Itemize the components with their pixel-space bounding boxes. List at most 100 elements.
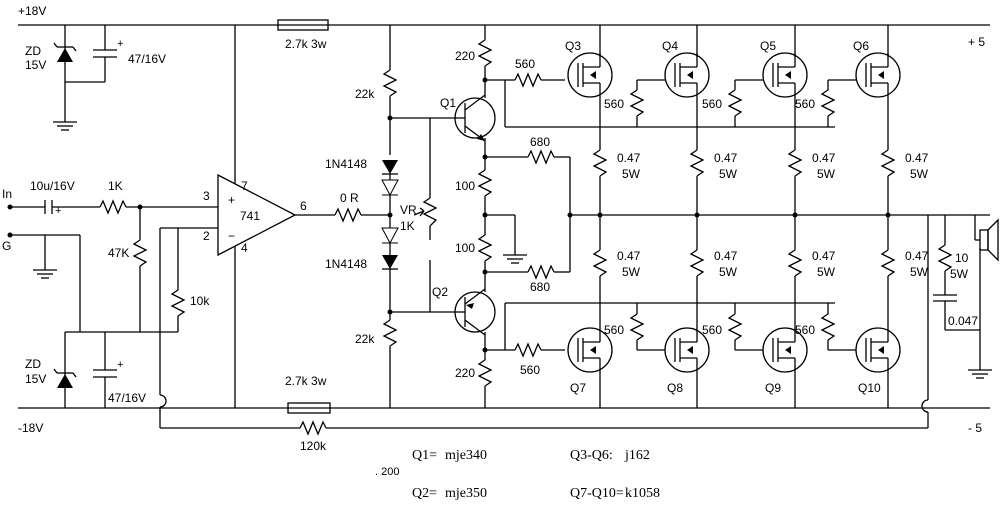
- bias-diode-bottom-label: 1N4148: [325, 257, 367, 271]
- input-r-series-label: 1K: [108, 179, 123, 193]
- rail-right-bottom-label: - 5: [968, 421, 982, 435]
- bias-vr-label: VR: [400, 203, 417, 217]
- output-column-bottom-2: [689, 215, 705, 408]
- input-ground-label: G: [2, 239, 11, 253]
- gate-top-first-r-label: 560: [515, 57, 535, 71]
- input-cap-label: 10u/16V: [30, 179, 75, 193]
- rail-negative-label: -18V: [18, 421, 43, 435]
- driver-q1: [454, 94, 496, 142]
- output-bottom-emitter-watt-label: 5W: [719, 265, 738, 279]
- output-bottom-transistor-label: Q8: [667, 381, 683, 395]
- legend-q1-value: mje340: [445, 448, 487, 463]
- zener-top-voltage: 15V: [25, 58, 46, 72]
- rail-resistor-top: [277, 19, 329, 31]
- output-top-emitter-r-label: 0.47: [714, 151, 738, 165]
- output-bottom-emitter-watt-label: 5W: [817, 265, 836, 279]
- legend-q7q10-value: k1058: [625, 486, 660, 501]
- output-top-emitter-r-label: 0.47: [812, 151, 836, 165]
- output-bottom-emitter-r-label: 0.47: [714, 249, 738, 263]
- output-top-transistor-label: Q3: [565, 39, 581, 53]
- feedback-r-label: 120k: [300, 439, 327, 453]
- output-bottom-transistor-label: Q9: [765, 381, 781, 395]
- opamp-741: [217, 25, 390, 408]
- legend-q7q10-key: Q7-Q10=: [570, 486, 624, 501]
- gate-resistor-bottom-2: [727, 303, 763, 351]
- mosfet-bottom-4: [855, 327, 901, 373]
- speaker-icon: [968, 215, 999, 379]
- output-bottom-transistor-label: Q7: [570, 381, 586, 395]
- driver-r-q1-emitter-label: 100: [455, 179, 475, 193]
- mosfet-top-2: [664, 52, 710, 98]
- output-bus: [485, 72, 990, 358]
- output-top-transistor-label: Q5: [760, 39, 776, 53]
- output-column-bottom-4: [880, 215, 896, 408]
- output-bottom-emitter-r-label: 0.47: [812, 249, 836, 263]
- output-bottom-transistor-label: Q10: [858, 381, 881, 395]
- output-column-top-4: [880, 25, 896, 218]
- output-top-transistor-label: Q4: [662, 39, 678, 53]
- gate-resistor-top-1: [629, 79, 665, 127]
- rail-positive-label: +18V: [18, 4, 46, 18]
- opamp-pin-out: 6: [300, 199, 307, 213]
- mosfet-top-4: [855, 52, 901, 98]
- driver-r680-top-label: 680: [530, 135, 550, 149]
- zener-bottom-cap-plus: +: [117, 359, 123, 371]
- output-r-label: 0 R: [340, 191, 359, 205]
- driver-q2-label: Q2: [432, 285, 448, 299]
- output-bottom-emitter-watt-label: 5W: [622, 265, 641, 279]
- gate-top-r-label: 560: [795, 97, 815, 111]
- output-top-emitter-watt-label: 5W: [817, 167, 836, 181]
- gate-bottom-first-r-label: 560: [520, 363, 540, 377]
- zener-bottom-zd: ZD: [25, 357, 41, 371]
- stray-text: . 200: [375, 466, 399, 478]
- zener-top: [53, 25, 117, 131]
- bias-vr-value: 1K: [400, 219, 415, 233]
- driver-network: [477, 25, 573, 408]
- driver-q1-label: Q1: [440, 96, 456, 110]
- output-top-emitter-watt-label: 5W: [910, 167, 929, 181]
- opamp-plus-sign: +: [228, 193, 235, 207]
- output-bottom-emitter-watt-label: 5W: [910, 265, 929, 279]
- zobel-network: [933, 215, 980, 331]
- output-bottom-emitter-r-label: 0.47: [617, 249, 641, 263]
- driver-r-bottom-label: 220: [455, 366, 475, 380]
- bias-r-bottom-label: 22k: [355, 332, 375, 346]
- legend-q3q6-key: Q3-Q6:: [570, 448, 613, 463]
- output-top-transistor-label: Q6: [853, 39, 869, 53]
- output-top-emitter-r-label: 0.47: [617, 151, 641, 165]
- legend-q1-key: Q1=: [412, 448, 437, 463]
- feedback-resistor-120k: [160, 215, 929, 436]
- output-column-bottom-3: [787, 215, 803, 408]
- output-column-top-3: [787, 25, 803, 218]
- gate-bottom-r-label: 560: [795, 323, 815, 337]
- zener-bottom: [53, 332, 117, 408]
- zobel-cap-label: 0.047: [948, 314, 978, 328]
- driver-r-top-label: 220: [455, 49, 475, 63]
- rail-resistor-bottom: [287, 402, 331, 414]
- input-stage: [7, 199, 218, 428]
- mosfet-top-1: [567, 52, 613, 98]
- zobel-r-watt-label: 5W: [950, 267, 969, 281]
- output-bottom-emitter-r-label: 0.47: [905, 249, 929, 263]
- driver-r680-bottom-label: 680: [530, 280, 550, 294]
- gate-bottom-r-label: 560: [604, 323, 624, 337]
- opamp-pin-minus: 2: [203, 229, 210, 243]
- gate-bottom-r-label: 560: [702, 323, 722, 337]
- opamp-pin-vminus: 4: [241, 241, 248, 255]
- rail-r-top-label: 2.7k 3w: [285, 37, 327, 51]
- gate-resistor-bottom-3: [820, 303, 856, 351]
- opamp-name: 741: [240, 209, 260, 223]
- zener-bottom-voltage: 15V: [25, 372, 46, 386]
- zener-top-zd: ZD: [25, 44, 41, 58]
- output-top-emitter-r-label: 0.47: [905, 151, 929, 165]
- legend-q2-value: mje350: [445, 486, 487, 501]
- input-cap-plus: +: [55, 205, 61, 217]
- zener-bottom-cap: 47/16V: [108, 391, 146, 405]
- opamp-pin-plus: 3: [203, 189, 210, 203]
- output-column-top-2: [689, 25, 705, 218]
- gate-resistor-top-2: [727, 79, 763, 127]
- bias-diode-top-label: 1N4148: [325, 157, 367, 171]
- bias-r-top-label: 22k: [355, 87, 375, 101]
